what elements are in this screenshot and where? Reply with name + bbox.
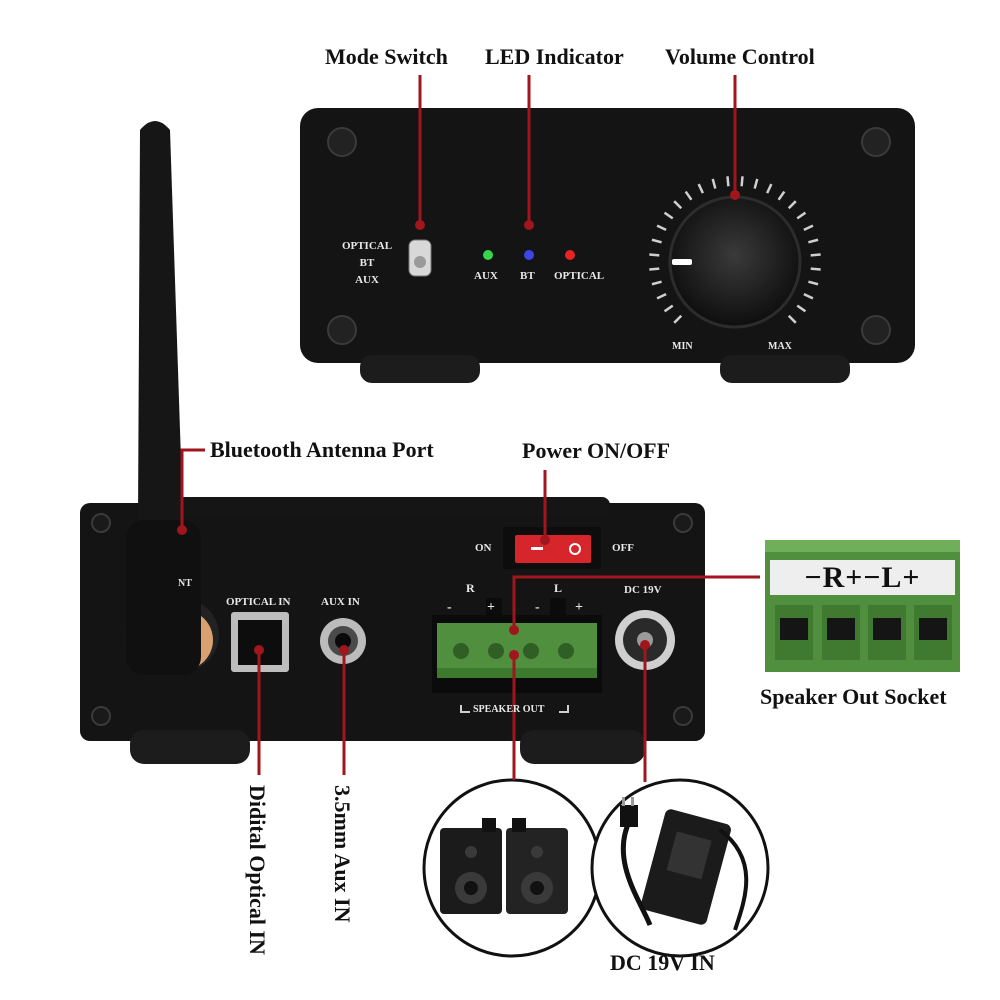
speaker-socket-zoom xyxy=(765,540,960,672)
volume-tick xyxy=(663,304,674,313)
socket-polarity-label: −R+−L+ xyxy=(804,561,921,594)
volume-tick xyxy=(651,280,662,286)
terminal-r-plus: + xyxy=(487,600,495,615)
terminal-l-minus: - xyxy=(535,600,540,615)
power-off-label: OFF xyxy=(612,542,634,554)
volume-tick xyxy=(808,280,819,286)
aux-in-label: AUX IN xyxy=(321,596,360,608)
volume-tick xyxy=(697,183,705,194)
callout-digital-optical-in: Didital Optical IN xyxy=(245,785,270,955)
volume-tick xyxy=(777,190,786,201)
callout-aux-in: 3.5mm Aux IN xyxy=(330,785,355,923)
mode-label-optical: OPTICAL xyxy=(341,240,393,252)
volume-tick xyxy=(787,314,797,324)
terminal-r-label: R xyxy=(466,581,475,595)
volume-max-label: MAX xyxy=(768,341,792,352)
volume-tick xyxy=(803,224,814,232)
front-panel xyxy=(300,108,915,383)
terminal-l-plus: + xyxy=(575,600,583,615)
speakers-image xyxy=(422,778,602,958)
terminal-l-label: L xyxy=(554,581,563,595)
mode-labels: OPTICAL BT AUX xyxy=(336,238,398,289)
volume-tick xyxy=(673,200,683,210)
callout-lines xyxy=(180,75,760,782)
speaker-out-label: SPEAKER OUT xyxy=(473,704,545,715)
callout-dc-in: DC 19V IN xyxy=(610,950,715,975)
antenna-icon xyxy=(123,121,201,675)
volume-tick xyxy=(656,292,667,300)
volume-tick xyxy=(787,200,797,210)
volume-tick xyxy=(673,314,683,324)
led-bt-icon xyxy=(524,250,534,260)
volume-tick xyxy=(810,253,821,257)
volume-tick xyxy=(649,267,660,271)
volume-tick xyxy=(796,304,807,313)
terminal-r-minus: - xyxy=(447,600,452,615)
led-label-optical: OPTICAL xyxy=(554,270,605,282)
volume-tick xyxy=(663,211,674,220)
callout-speaker-out-socket: Speaker Out Socket xyxy=(760,684,947,709)
optical-in-label: OPTICAL IN xyxy=(226,596,291,608)
callout-mode-switch: Mode Switch xyxy=(325,44,448,69)
volume-min-label: MIN xyxy=(672,341,693,352)
callout-dots xyxy=(177,190,740,660)
mode-label-bt: BT xyxy=(359,257,375,269)
volume-tick xyxy=(711,178,717,189)
ant-label: NT xyxy=(178,578,192,589)
volume-tick xyxy=(808,238,819,244)
dc-19v-label: DC 19V xyxy=(624,584,662,596)
volume-tick xyxy=(796,211,807,220)
volume-tick xyxy=(726,176,730,187)
led-label-bt: BT xyxy=(520,270,535,282)
power-on-label: ON xyxy=(475,542,492,554)
led-optical-icon xyxy=(565,250,575,260)
volume-tick xyxy=(649,253,660,257)
power-adapter-image xyxy=(590,778,770,958)
volume-tick xyxy=(803,292,814,300)
led-aux-icon xyxy=(483,250,493,260)
volume-tick xyxy=(651,238,662,244)
mode-label-aux: AUX xyxy=(355,274,379,286)
callout-volume-control: Volume Control xyxy=(665,44,815,69)
led-label-aux: AUX xyxy=(474,270,498,282)
volume-tick xyxy=(656,224,667,232)
volume-tick xyxy=(765,183,773,194)
callout-led-indicator: LED Indicator xyxy=(485,44,624,69)
volume-tick xyxy=(810,267,821,271)
volume-tick xyxy=(740,176,744,187)
callout-bluetooth-antenna-port: Bluetooth Antenna Port xyxy=(210,437,434,462)
volume-tick xyxy=(753,178,759,189)
power-switch xyxy=(515,535,591,563)
volume-tick xyxy=(684,190,693,201)
callout-power-on-off: Power ON/OFF xyxy=(522,438,671,463)
